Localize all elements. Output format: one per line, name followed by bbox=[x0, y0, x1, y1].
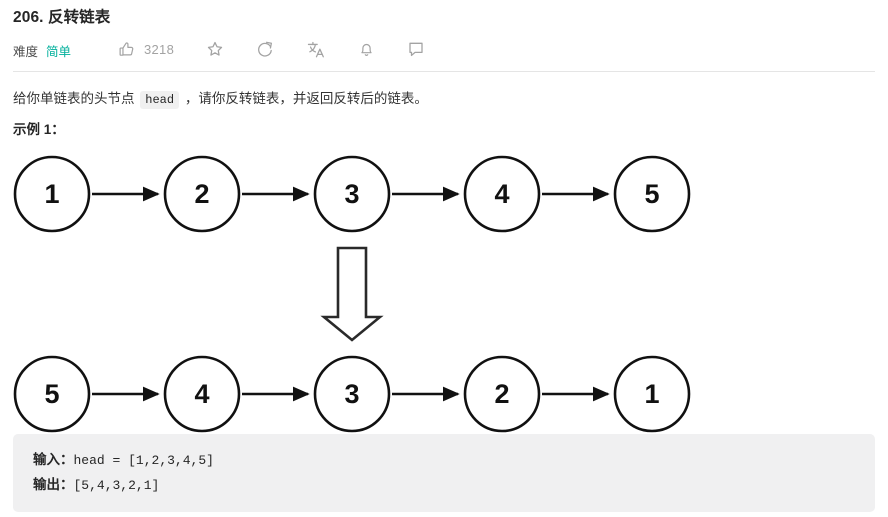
diagram-row-output: 5 4 3 2 1 bbox=[13, 355, 691, 433]
list-node: 2 bbox=[163, 155, 241, 233]
page-title: 206. 反转链表 bbox=[13, 9, 111, 26]
output-value: [5,4,3,2,1] bbox=[73, 478, 160, 493]
output-key: 输出： bbox=[33, 477, 74, 492]
thumbs-up-button[interactable]: 3218 bbox=[118, 36, 174, 62]
difficulty-label: 难度 bbox=[13, 44, 39, 59]
list-node: 1 bbox=[13, 155, 91, 233]
like-count: 3218 bbox=[144, 41, 175, 57]
difficulty-value: 简单 bbox=[46, 44, 72, 59]
star-button[interactable] bbox=[206, 36, 224, 62]
problem-description: 给你单链表的头节点 head ，请你反转链表，并返回反转后的链表。 bbox=[13, 88, 428, 111]
comment-button[interactable] bbox=[407, 36, 425, 62]
comment-icon bbox=[407, 40, 425, 58]
node-value: 2 bbox=[194, 179, 209, 209]
list-node: 4 bbox=[163, 355, 241, 433]
difficulty-meta: 难度 简单 bbox=[13, 38, 71, 62]
translate-button[interactable] bbox=[306, 36, 326, 62]
description-part1: 给你单链表的头节点 bbox=[13, 91, 135, 106]
transition-down-arrow bbox=[320, 246, 384, 342]
node-value: 1 bbox=[644, 379, 659, 409]
code-line-output: 输出：[5,4,3,2,1] bbox=[33, 473, 875, 498]
translate-icon bbox=[306, 40, 326, 59]
code-line-input: 输入：head = [1,2,3,4,5] bbox=[33, 448, 875, 473]
action-toolbar: 3218 bbox=[118, 36, 425, 62]
star-icon bbox=[206, 40, 224, 58]
node-value: 5 bbox=[44, 379, 59, 409]
input-key: 输入： bbox=[33, 452, 74, 467]
share-button[interactable] bbox=[256, 36, 274, 62]
node-value: 4 bbox=[194, 379, 209, 409]
example-code-block: 输入：head = [1,2,3,4,5] 输出：[5,4,3,2,1] bbox=[13, 434, 875, 512]
thumbs-up-icon bbox=[118, 41, 135, 58]
linked-list-diagram: 1 2 3 4 5 bbox=[0, 140, 888, 435]
bell-icon bbox=[358, 40, 375, 58]
list-node: 3 bbox=[313, 155, 391, 233]
list-node: 4 bbox=[463, 155, 541, 233]
bell-button[interactable] bbox=[358, 36, 375, 62]
diagram-row-input: 1 2 3 4 5 bbox=[13, 155, 691, 233]
list-node: 3 bbox=[313, 355, 391, 433]
list-node: 5 bbox=[13, 355, 91, 433]
share-icon bbox=[256, 40, 274, 58]
node-value: 4 bbox=[494, 179, 509, 209]
list-node: 2 bbox=[463, 355, 541, 433]
description-part2: ，请你反转链表，并返回反转后的链表。 bbox=[184, 91, 428, 106]
list-node: 5 bbox=[613, 155, 691, 233]
node-value: 3 bbox=[344, 379, 359, 409]
node-value: 2 bbox=[494, 379, 509, 409]
input-value: head = [1,2,3,4,5] bbox=[73, 453, 214, 468]
node-value: 5 bbox=[644, 179, 659, 209]
node-value: 3 bbox=[344, 179, 359, 209]
inline-code-head: head bbox=[140, 91, 180, 109]
header-divider bbox=[13, 71, 875, 72]
example-heading: 示例 1： bbox=[13, 122, 65, 137]
list-node: 1 bbox=[613, 355, 691, 433]
node-value: 1 bbox=[44, 179, 59, 209]
